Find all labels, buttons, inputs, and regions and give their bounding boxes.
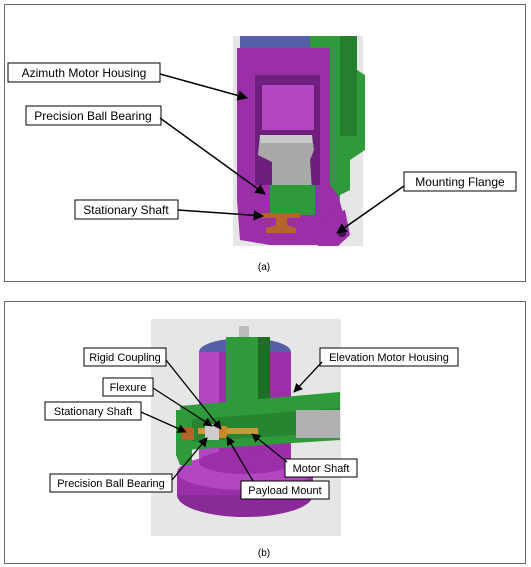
leader-rigid-coupling <box>165 359 222 430</box>
leader-motor-shaft <box>251 433 288 463</box>
label-precision-ball-bearing-b: Precision Ball Bearing <box>49 473 173 493</box>
svg-text:Payload Mount: Payload Mount <box>248 485 321 497</box>
svg-text:Stationary Shaft: Stationary Shaft <box>83 203 169 217</box>
label-azimuth-motor-housing: Azimuth Motor Housing <box>7 62 161 83</box>
leader-precision-ball-bearing-b <box>171 437 208 481</box>
svg-text:Stationary Shaft: Stationary Shaft <box>54 406 132 418</box>
leader-azimuth-motor-housing <box>159 73 249 101</box>
svg-text:Mounting Flange: Mounting Flange <box>415 175 505 189</box>
leader-stationary-shaft-b <box>140 411 187 433</box>
azimuth-cutaway-render <box>233 36 365 246</box>
caption-b: (b) <box>258 548 270 559</box>
label-stationary-shaft-b: Stationary Shaft <box>44 401 142 421</box>
caption-a: (a) <box>258 262 270 273</box>
leader-precision-ball-bearing-a <box>159 117 266 195</box>
svg-text:Elevation Motor Housing: Elevation Motor Housing <box>329 352 449 364</box>
label-payload-mount: Payload Mount <box>240 480 330 500</box>
leader-payload-mount <box>226 436 254 482</box>
svg-text:Motor Shaft: Motor Shaft <box>293 463 350 475</box>
elevation-assembly-render <box>151 319 341 536</box>
label-precision-ball-bearing-a: Precision Ball Bearing <box>25 105 162 126</box>
leader-elevation-motor-housing <box>293 361 323 393</box>
svg-text:Rigid Coupling: Rigid Coupling <box>89 352 161 364</box>
label-mounting-flange: Mounting Flange <box>403 171 517 192</box>
leader-flexure <box>152 387 213 427</box>
label-motor-shaft: Motor Shaft <box>284 458 358 478</box>
svg-text:Flexure: Flexure <box>110 382 147 394</box>
svg-text:Precision Ball Bearing: Precision Ball Bearing <box>34 109 151 123</box>
svg-text:Precision Ball Bearing: Precision Ball Bearing <box>57 478 165 490</box>
label-stationary-shaft-a: Stationary Shaft <box>74 199 179 220</box>
leader-mounting-flange <box>336 185 405 234</box>
svg-text:Azimuth Motor Housing: Azimuth Motor Housing <box>22 66 147 80</box>
label-elevation-motor-housing: Elevation Motor Housing <box>319 347 459 367</box>
leader-stationary-shaft-a <box>177 209 265 221</box>
label-flexure: Flexure <box>102 377 154 397</box>
label-rigid-coupling: Rigid Coupling <box>83 347 167 367</box>
